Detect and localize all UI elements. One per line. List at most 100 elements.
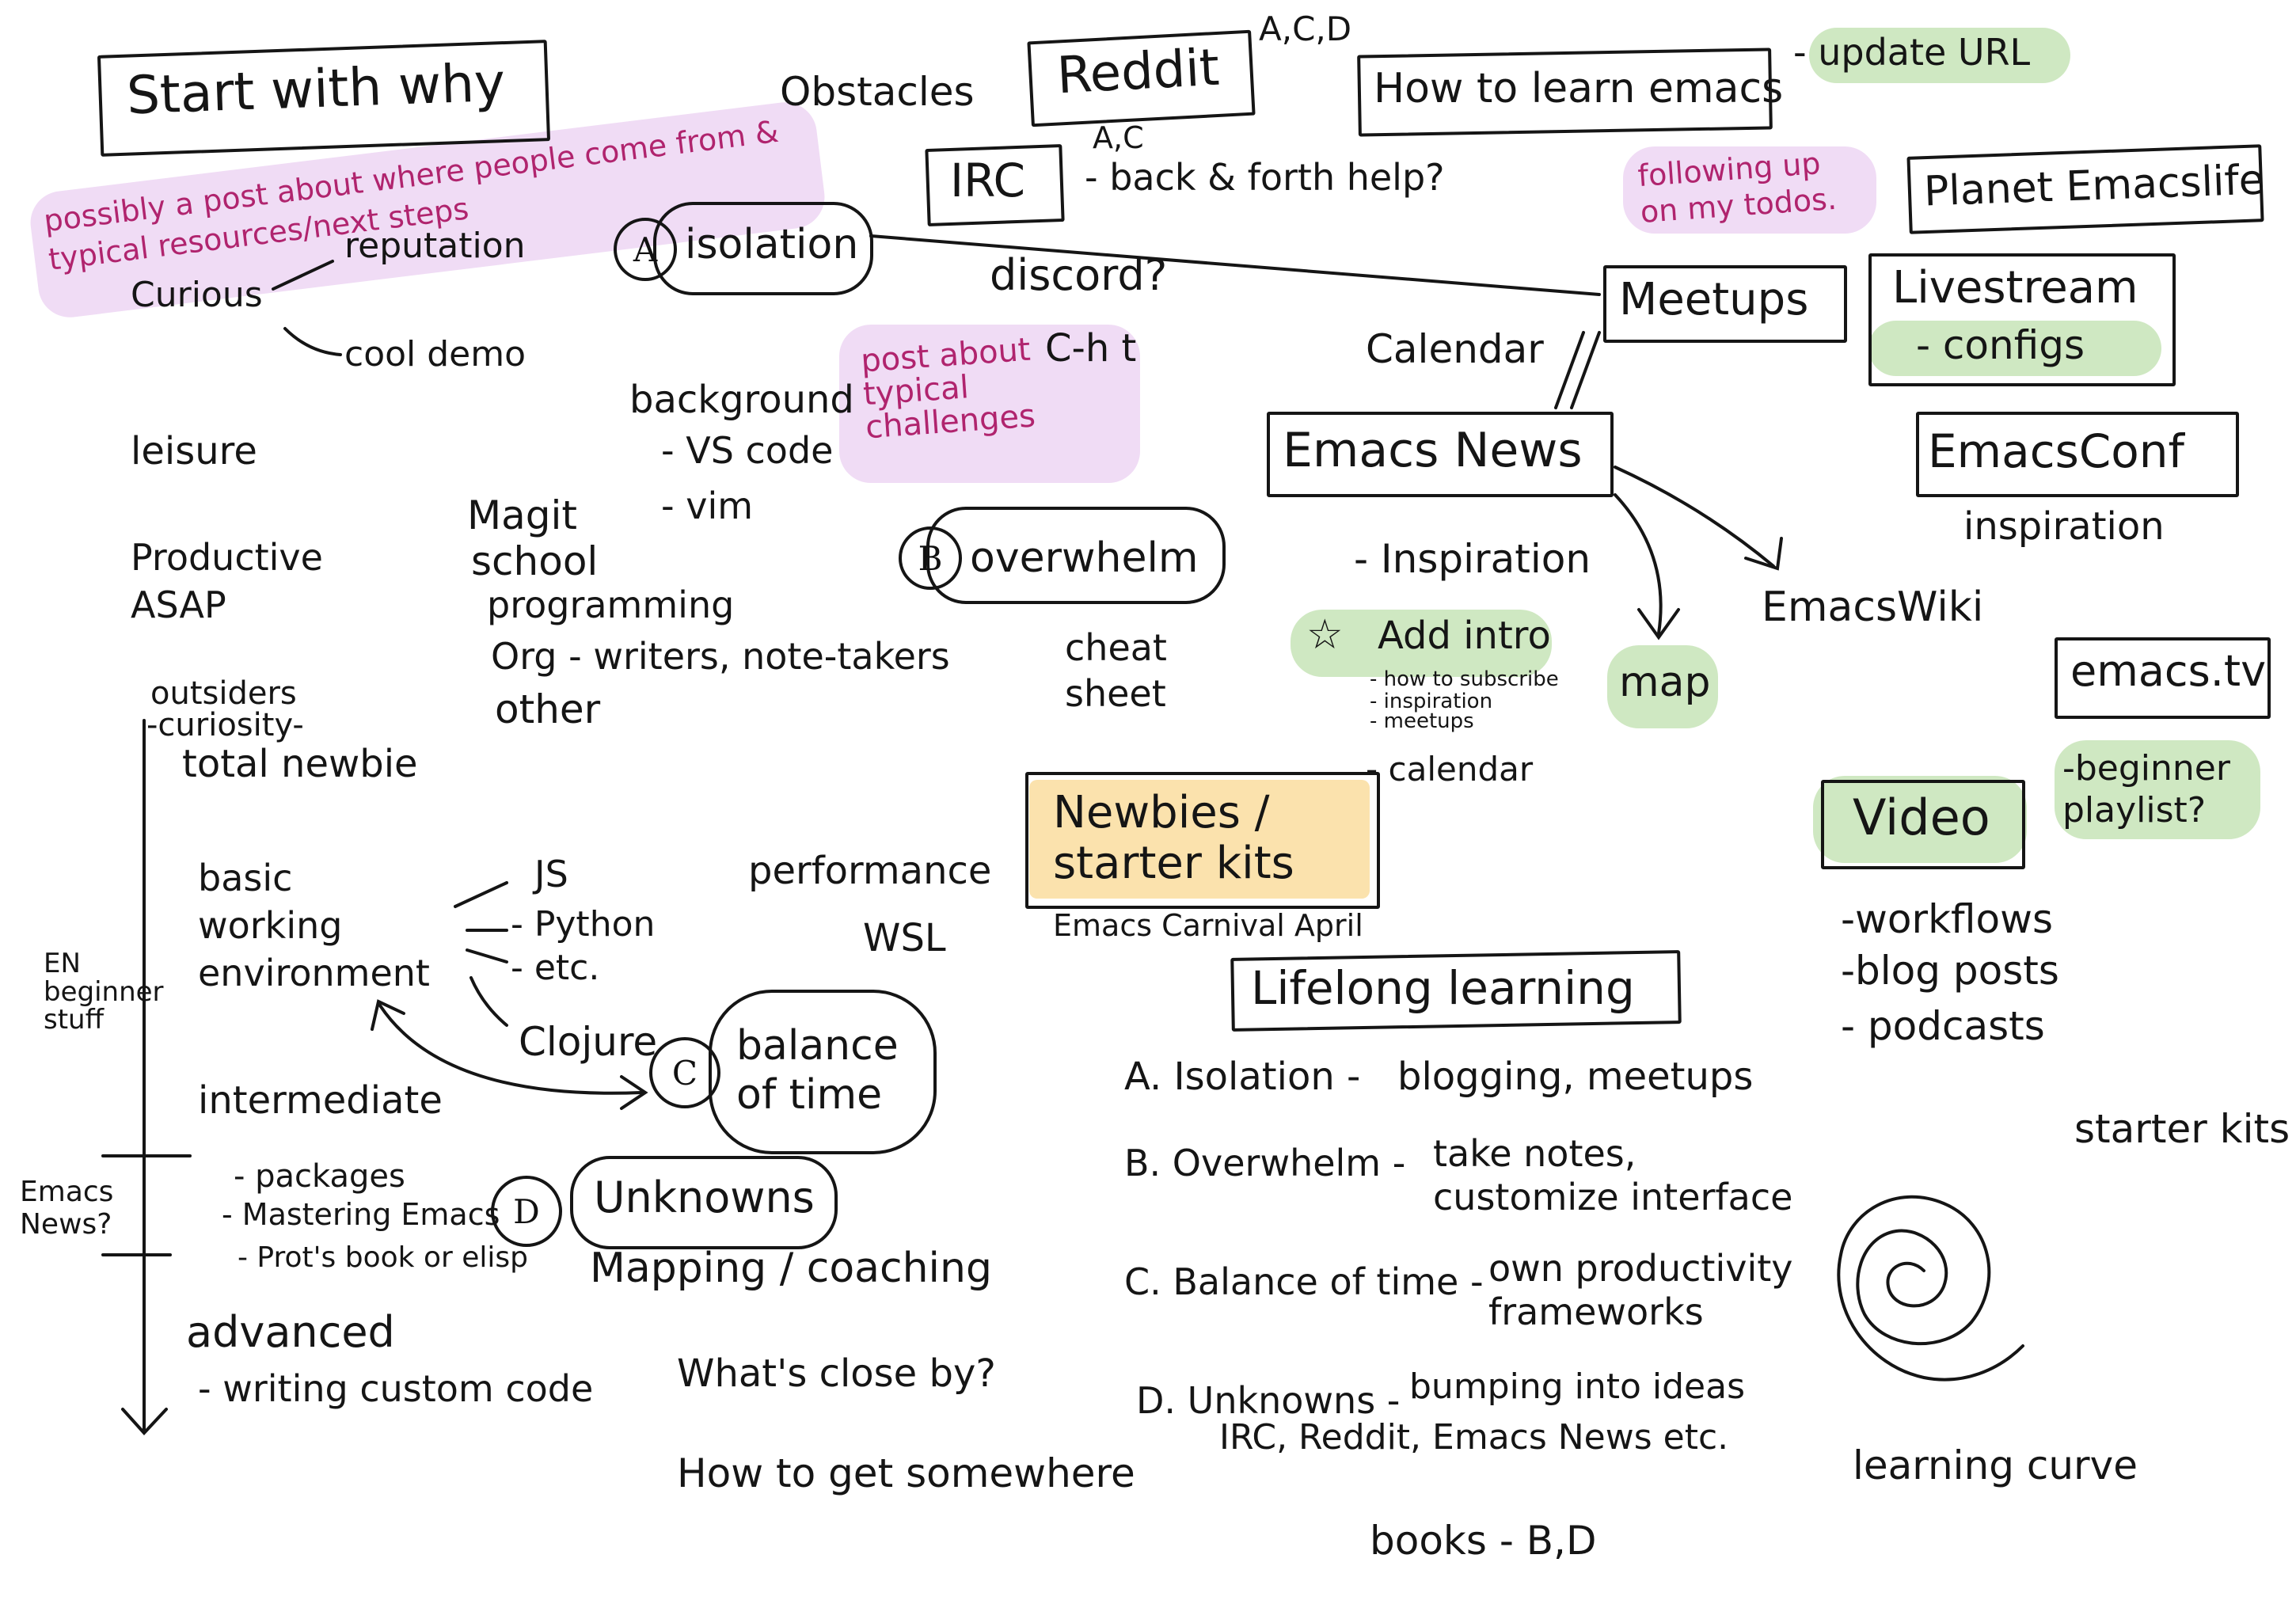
lifelong-item-b-left: B. Overwhelm - xyxy=(1124,1142,1406,1184)
emacs-carnival-label: Emacs Carnival April xyxy=(1053,908,1363,943)
org-label: Org - writers, note-takers xyxy=(491,635,950,678)
add-intro-label: Add intro xyxy=(1378,614,1551,658)
writing-code-label: - writing custom code xyxy=(198,1367,594,1410)
box-livestream xyxy=(1868,253,2176,386)
podcasts-label: - podcasts xyxy=(1841,1003,2045,1049)
lifelong-item-c-right: own productivity frameworks xyxy=(1488,1247,1793,1334)
mapping-coaching-label: Mapping / coaching xyxy=(590,1245,992,1292)
reddit-tags: A,C,D xyxy=(1259,10,1352,48)
vscode-label: - VS code xyxy=(661,429,834,472)
whats-close-label: What's close by? xyxy=(677,1351,996,1396)
intermediate-label: intermediate xyxy=(198,1078,443,1123)
how-to-get-label: How to get somewhere xyxy=(677,1450,1135,1496)
cht-label: C-h t xyxy=(1045,326,1137,371)
line-env-clojure xyxy=(469,976,508,1027)
balance-label: balance of time xyxy=(736,1022,899,1119)
lifelong-item-d-left: D. Unknowns - xyxy=(1136,1379,1401,1422)
mastering-emacs-label: - Mastering Emacs xyxy=(222,1197,500,1232)
map-label: map xyxy=(1619,659,1711,706)
highlight-update-url xyxy=(1809,28,2070,83)
line-isolation-meetups xyxy=(869,234,1601,296)
highlight-beginner-playlist xyxy=(2055,740,2260,839)
unknowns-label: Unknowns xyxy=(594,1173,815,1222)
reputation-label: reputation xyxy=(344,226,526,266)
packages-label: - packages xyxy=(234,1158,405,1195)
total-newbie-label: total newbie xyxy=(182,742,418,786)
workflows-label: -workflows xyxy=(1841,896,2054,942)
lifelong-item-b-right: take notes, customize interface xyxy=(1433,1132,1793,1219)
arrow-news-map xyxy=(1614,493,1663,635)
other-label: other xyxy=(495,686,601,732)
wsl-label: WSL xyxy=(863,916,946,960)
books-label: books - B,D xyxy=(1370,1518,1597,1564)
cloud-unknowns xyxy=(570,1156,838,1249)
emacsconf-inspiration-label: inspiration xyxy=(1963,504,2165,549)
vim-label: - vim xyxy=(661,485,754,527)
curiosity-label: -curiosity- xyxy=(146,707,304,743)
livestream-title: Livestream xyxy=(1892,262,2138,314)
circle-letter-a: A xyxy=(614,218,677,281)
box-emacs-tv xyxy=(2055,637,2271,719)
clojure-label: Clojure xyxy=(519,1019,658,1065)
outsiders-label: outsiders xyxy=(150,675,297,712)
emacs-news-title: Emacs News xyxy=(1283,423,1583,478)
calendar-small-label: - calendar xyxy=(1366,750,1534,789)
line-env-js xyxy=(454,881,508,908)
discord-label: discord? xyxy=(990,250,1168,300)
isolation-label: isolation xyxy=(685,221,859,268)
basic-env-label: basic working environment xyxy=(198,857,430,994)
emacs-tv-title: emacs.tv xyxy=(2070,646,2267,696)
lifelong-item-a-right: blogging, meetups xyxy=(1397,1055,1754,1099)
update-url-note: - update URL xyxy=(1793,31,2031,74)
lifelong-item-a-left: A. Isolation - xyxy=(1124,1055,1361,1099)
arrowhead-emacswiki xyxy=(1744,537,1783,571)
lifelong-item-c-left: C. Balance of time - xyxy=(1124,1260,1484,1303)
line-curious-reputation xyxy=(272,260,334,291)
curious-label: Curious xyxy=(131,275,263,315)
js-label: JS xyxy=(534,853,568,895)
inspiration-label: - Inspiration xyxy=(1354,536,1591,582)
highlight-following xyxy=(1623,146,1876,234)
advanced-label: advanced xyxy=(186,1307,395,1357)
lifelong-learning-title: Lifelong learning xyxy=(1251,961,1635,1015)
box-emacs-news xyxy=(1267,412,1614,497)
circle-letter-c: C xyxy=(649,1037,720,1108)
etc-label: - etc. xyxy=(511,948,600,988)
highlight-newbies xyxy=(1029,780,1370,899)
arrowhead-map xyxy=(1637,608,1680,640)
leisure-label: leisure xyxy=(131,429,257,473)
reddit-title: Reddit xyxy=(1055,38,1221,106)
irc-note: - back & forth help? xyxy=(1085,156,1445,199)
meetups-title: Meetups xyxy=(1619,274,1809,325)
cheat-sheet-label: cheat sheet xyxy=(1065,626,1167,715)
box-emacsconf xyxy=(1916,412,2239,497)
blog-posts-label: -blog posts xyxy=(1841,948,2059,994)
lifelong-item-d-right: bumping into ideas IRC, Reddit, Emacs Ne… xyxy=(1219,1366,1746,1458)
video-title: Video xyxy=(1853,789,1990,846)
circle-letter-d: D xyxy=(491,1176,562,1247)
arrowhead-balance xyxy=(620,1075,648,1110)
how-to-learn-title: How to learn emacs xyxy=(1374,65,1784,112)
arrow-news-emacswiki xyxy=(1614,466,1775,568)
highlight-post-about xyxy=(839,325,1140,483)
how-subscribe-label: - how to subscribe xyxy=(1370,667,1559,691)
performance-label: performance xyxy=(748,849,992,893)
programming-label: programming xyxy=(487,583,735,626)
axis-arrowhead xyxy=(121,1408,168,1435)
line-curious-demo xyxy=(283,327,342,356)
line-meetups-news-2 xyxy=(1570,331,1601,409)
star-icon: ☆ xyxy=(1306,611,1344,659)
school-label: school xyxy=(471,538,599,584)
livestream-configs: - configs xyxy=(1916,322,2085,368)
inspiration-small-label: - inspiration xyxy=(1370,690,1493,713)
box-video xyxy=(1821,780,2025,869)
planet-emacslife-title: Planet Emacslife xyxy=(1923,156,2265,216)
productive-label: Productive ASAP xyxy=(131,536,323,626)
emacswiki-label: EmacsWiki xyxy=(1762,583,1984,631)
learning-curve-label: learning curve xyxy=(1853,1442,2138,1488)
line-env-etc xyxy=(466,948,508,964)
obstacles-label: Obstacles xyxy=(780,69,975,115)
highlight-map xyxy=(1607,645,1718,728)
